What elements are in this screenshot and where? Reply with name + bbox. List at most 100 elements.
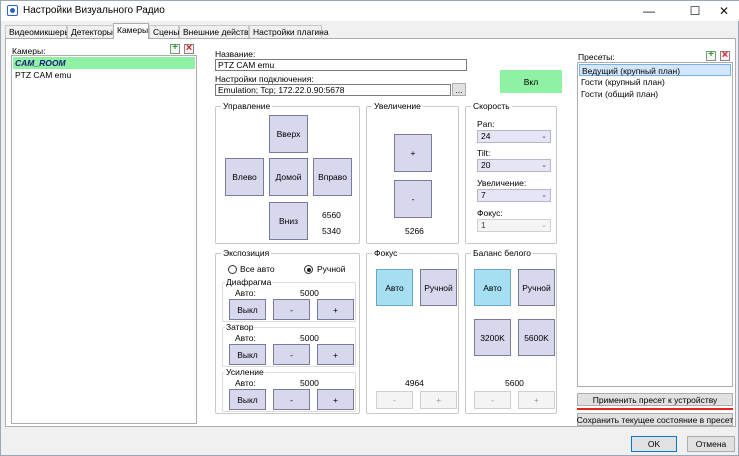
focus-title: Фокус — [372, 248, 400, 258]
wb-3200k-button[interactable]: 3200K — [474, 319, 511, 356]
shutter-off-button[interactable]: Выкл — [229, 344, 266, 365]
zoom-speed-select[interactable]: 7⌄ — [477, 189, 551, 202]
control-group: Управление Вверх Влево Домой Вправо Вниз… — [215, 101, 360, 244]
manual-label: Ручной — [317, 264, 346, 274]
move-down-button[interactable]: Вниз — [269, 202, 308, 240]
iris-off-button[interactable]: Выкл — [229, 299, 266, 320]
zoom-speed-value: 7 — [481, 190, 486, 200]
iris-subgroup: Диафрагма Авто: 5000 Выкл - + — [222, 277, 356, 322]
tab-detectors[interactable]: Детекторы — [67, 25, 117, 38]
zoom-group: Увеличение + - 5266 — [366, 101, 459, 244]
close-icon[interactable]: ✕ — [718, 4, 730, 18]
preset-item[interactable]: Гости (общий план) — [581, 89, 659, 99]
name-field[interactable]: PTZ CAM emu — [215, 59, 467, 71]
gain-minus-button[interactable]: - — [273, 389, 310, 410]
tilt-speed-value: 20 — [481, 160, 491, 170]
move-up-button[interactable]: Вверх — [269, 115, 308, 153]
chevron-down-icon: ⌄ — [541, 192, 547, 199]
focus-minus-button[interactable]: - — [376, 391, 413, 409]
minimize-icon[interactable]: — — [643, 4, 655, 18]
focus-manual-button[interactable]: Ручной — [420, 269, 457, 306]
delete-camera-icon[interactable] — [184, 42, 194, 54]
shutter-subgroup: Затвор Авто: 5000 Выкл - + — [222, 322, 356, 367]
separator-line — [577, 408, 733, 410]
connection-browse-button[interactable]: ... — [452, 83, 466, 96]
tab-plugin-settings[interactable]: Настройки плагина — [249, 25, 329, 38]
iris-minus-button[interactable]: - — [273, 299, 310, 320]
chevron-down-icon: ⌄ — [541, 222, 547, 229]
camera-item-cam-room[interactable]: CAM_ROOM — [13, 57, 195, 69]
white-balance-group: Баланс белого Авто Ручной 3200K 5600K 56… — [465, 248, 557, 414]
iris-plus-button[interactable]: + — [317, 299, 354, 320]
presets-panel: Пресеты: Ведущий (крупный план) Гости (к… — [573, 41, 735, 426]
cameras-panel: Камеры: CAM_ROOM PTZ CAM emu — [8, 41, 199, 426]
exposure-title: Экспозиция — [221, 248, 272, 258]
camera-item-ptz-cam-emu[interactable]: PTZ CAM emu — [15, 70, 72, 80]
pan-speed-value: 24 — [481, 131, 491, 141]
tab-scenes[interactable]: Сцены — [149, 25, 179, 38]
cameras-label: Камеры: — [12, 46, 46, 56]
power-on-button[interactable]: Вкл — [500, 70, 562, 93]
gain-off-button[interactable]: Выкл — [229, 389, 266, 410]
shutter-plus-button[interactable]: + — [317, 344, 354, 365]
add-preset-icon[interactable] — [706, 49, 716, 61]
wb-manual-button[interactable]: Ручной — [518, 269, 555, 306]
speed-group: Скорость Pan: 24⌄ Tilt: 20⌄ Увеличение: … — [465, 101, 557, 244]
zoom-out-button[interactable]: - — [394, 180, 432, 218]
gain-title: Усиление — [225, 367, 265, 377]
add-camera-icon[interactable] — [170, 42, 180, 54]
apply-preset-button[interactable]: Применить пресет к устройству — [577, 393, 733, 406]
tab-videomixers[interactable]: Видеомикшеры — [5, 25, 71, 38]
shutter-title: Затвор — [225, 322, 255, 332]
wb-5600k-button[interactable]: 5600K — [518, 319, 555, 356]
speed-title: Скорость — [471, 101, 512, 111]
save-preset-button[interactable]: Сохранить текущее состояние в пресет — [576, 413, 734, 426]
gain-plus-button[interactable]: + — [317, 389, 354, 410]
tilt-speed-select[interactable]: 20⌄ — [477, 159, 551, 172]
wb-value: 5600 — [505, 378, 524, 388]
control-title: Управление — [221, 101, 273, 111]
maximize-icon[interactable]: ☐ — [689, 4, 701, 18]
presets-label: Пресеты: — [578, 52, 615, 62]
white-balance-title: Баланс белого — [471, 248, 533, 258]
zoom-in-button[interactable]: + — [394, 134, 432, 172]
cameras-list[interactable]: CAM_ROOM PTZ CAM emu — [11, 55, 197, 424]
focus-plus-button[interactable]: + — [420, 391, 457, 409]
shutter-minus-button[interactable]: - — [273, 344, 310, 365]
pan-speed-label: Pan: — [477, 119, 495, 129]
home-button[interactable]: Домой — [269, 158, 308, 196]
move-right-button[interactable]: Вправо — [313, 158, 352, 196]
preset-item[interactable]: Гости (крупный план) — [581, 77, 665, 87]
presets-list[interactable]: Ведущий (крупный план) Гости (крупный пл… — [577, 62, 733, 387]
gain-auto-label: Авто: — [235, 378, 256, 388]
tab-cameras[interactable]: Камеры — [113, 23, 149, 39]
connection-field[interactable]: Emulation; Tcp; 172.22.0.90:5678 — [215, 84, 451, 96]
focus-speed-select[interactable]: 1⌄ — [477, 219, 551, 232]
shutter-auto-label: Авто: — [235, 333, 256, 343]
zoom-speed-label: Увеличение: — [477, 178, 527, 188]
chevron-down-icon: ⌄ — [541, 133, 547, 140]
all-auto-radio[interactable] — [228, 265, 237, 274]
preset-item[interactable]: Ведущий (крупный план) — [579, 64, 731, 76]
pan-position-value: 6560 — [322, 210, 341, 220]
pan-speed-select[interactable]: 24 ⌄ — [477, 130, 551, 143]
manual-radio[interactable] — [304, 265, 313, 274]
all-auto-label: Все авто — [240, 264, 275, 274]
focus-group: Фокус Авто Ручной 4964 - + — [366, 248, 459, 414]
gain-value: 5000 — [300, 378, 319, 388]
iris-value: 5000 — [300, 288, 319, 298]
cancel-button[interactable]: Отмена — [687, 436, 735, 452]
wb-plus-button[interactable]: + — [518, 391, 555, 409]
zoom-value: 5266 — [405, 226, 424, 236]
shutter-value: 5000 — [300, 333, 319, 343]
wb-auto-button[interactable]: Авто — [474, 269, 511, 306]
delete-preset-icon[interactable] — [720, 49, 730, 61]
tilt-speed-label: Tilt: — [477, 148, 491, 158]
tab-external-actions[interactable]: Внешние действия — [179, 25, 258, 38]
exposure-group: Экспозиция Все авто Ручной Диафрагма Авт… — [215, 248, 360, 414]
ok-button[interactable]: OK — [631, 436, 677, 452]
move-left-button[interactable]: Влево — [225, 158, 264, 196]
focus-auto-button[interactable]: Авто — [376, 269, 413, 306]
app-icon — [7, 5, 18, 16]
wb-minus-button[interactable]: - — [474, 391, 511, 409]
